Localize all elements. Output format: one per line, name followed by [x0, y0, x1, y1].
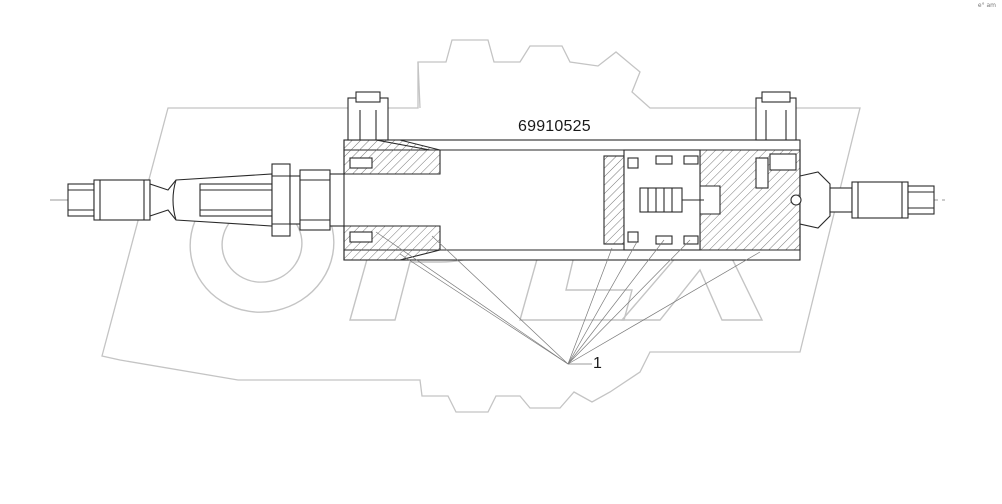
left-rod-end	[67, 163, 301, 237]
right-rod-end	[790, 171, 935, 229]
callout-label: 1	[593, 355, 602, 372]
left-port	[347, 91, 431, 151]
right-port	[755, 91, 797, 141]
cylinder-barrel	[343, 139, 801, 261]
piston	[603, 149, 704, 251]
leader-lines	[375, 231, 761, 365]
cylinder-assembly	[50, 91, 948, 261]
gear-watermark	[101, 39, 861, 413]
corner-mark: e° am	[977, 2, 996, 9]
part-number-label: 69910525	[518, 118, 591, 135]
